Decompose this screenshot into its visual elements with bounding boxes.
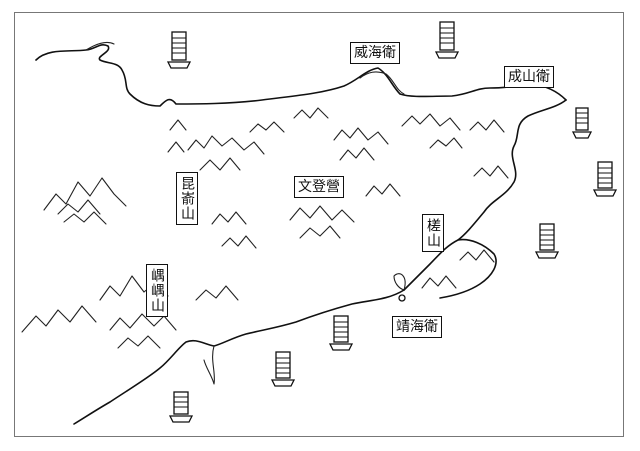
east-coastline: [403, 99, 567, 291]
chenghai-bay: [359, 71, 405, 95]
label-zhashan: 槎山: [422, 214, 444, 252]
north-coast-inlet: [85, 41, 115, 51]
settlement-marker: [398, 294, 406, 302]
mountain-ridges-southeast: [211, 165, 509, 289]
junk-boat-icon: [534, 223, 560, 259]
junk-boat-icon: [166, 31, 192, 69]
junk-boat-icon: [328, 315, 354, 351]
label-chenghai: 威海衛: [350, 42, 400, 64]
junk-boat-icon: [270, 351, 296, 387]
east-coastline-bay: [439, 238, 497, 299]
label-yuyu: 嵎嵎山: [146, 264, 168, 317]
north-coastline: [35, 43, 567, 107]
label-kunyu: 昆嵛山: [176, 172, 198, 225]
junk-boat-icon: [434, 21, 460, 59]
junk-boat-icon: [168, 391, 194, 423]
label-chengshan: 成山衛: [504, 66, 554, 88]
mountain-ridges-west: [43, 119, 187, 225]
south-coast-inlet: [203, 345, 215, 385]
mountain-ridges-central: [187, 107, 505, 171]
junk-boat-icon: [592, 161, 618, 197]
south-coastline: [73, 289, 405, 425]
mountain-ridges-southwest: [21, 275, 239, 349]
east-coast-cape: [393, 273, 406, 291]
junk-boat-icon: [571, 107, 593, 139]
label-wendeng: 文登營: [294, 176, 344, 198]
label-jinghai: 靖海衛: [392, 316, 442, 338]
